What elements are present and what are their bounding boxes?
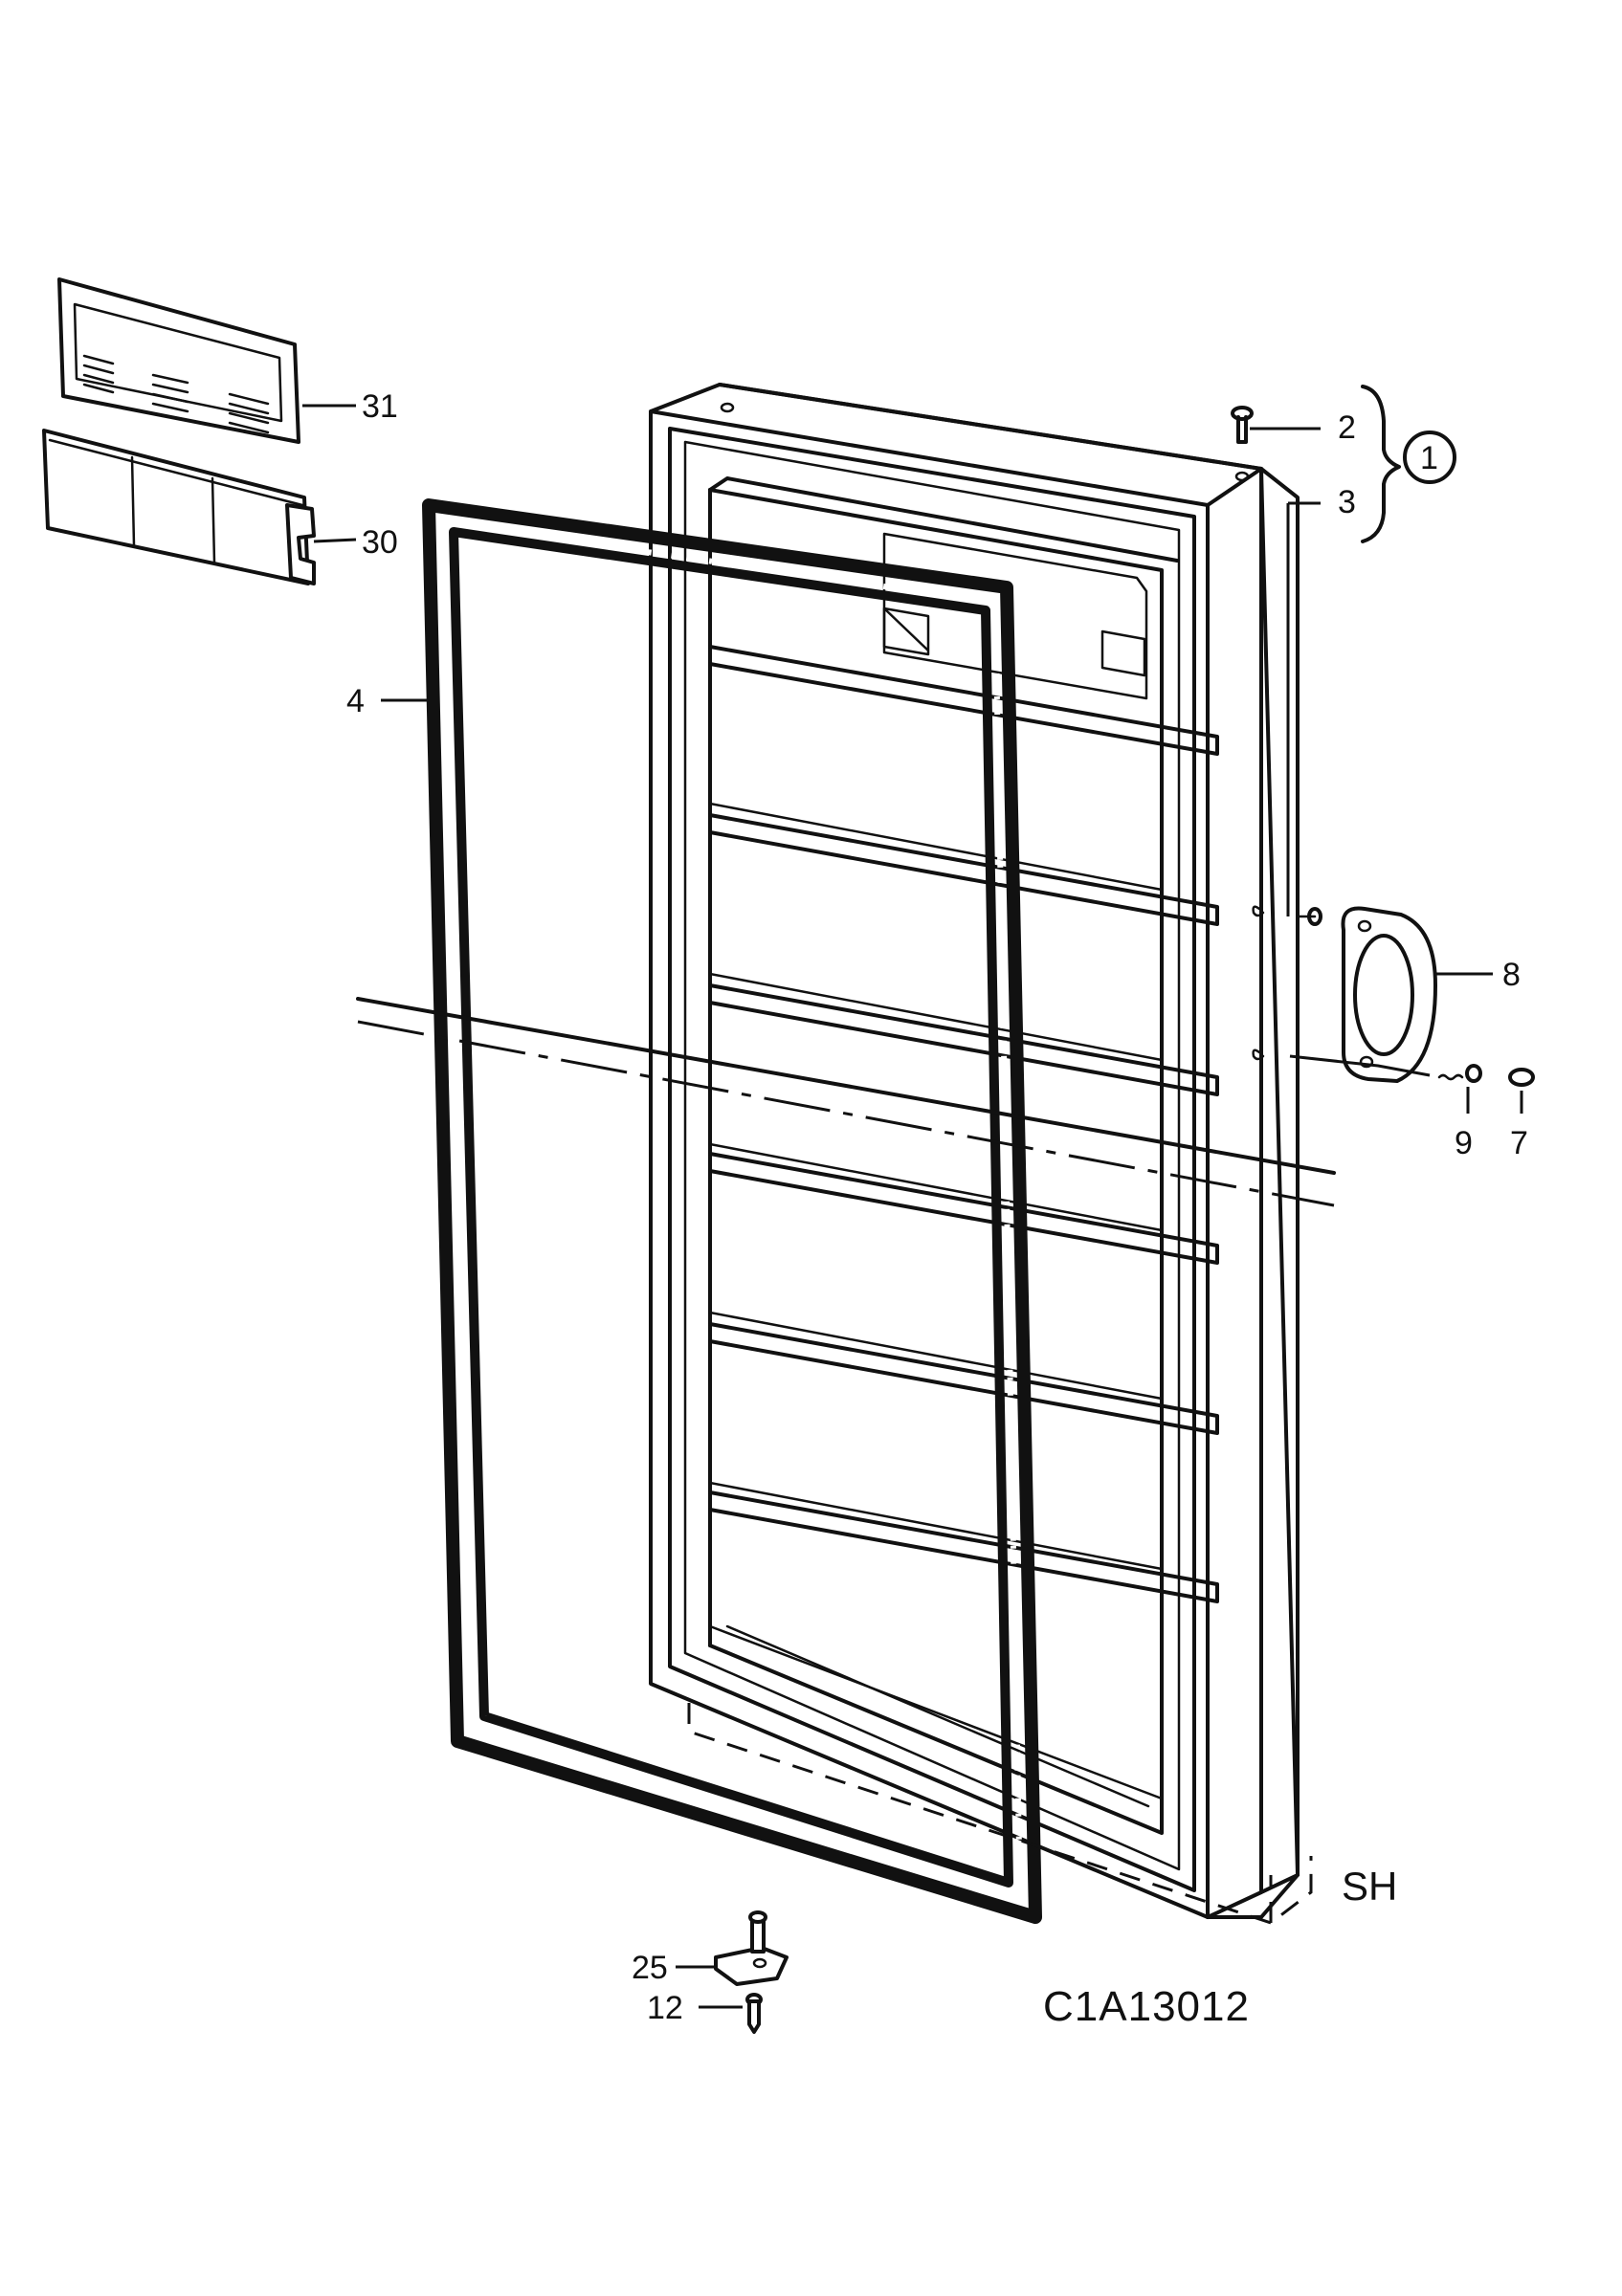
part-9-screw	[1437, 1064, 1482, 1083]
callout-3: 3	[1338, 484, 1356, 520]
callout-9: 9	[1455, 1125, 1473, 1161]
callout-1: 1	[1420, 440, 1438, 476]
leader-lines	[302, 404, 1523, 2009]
section-cut-line	[356, 997, 1336, 1207]
drawing-code: C1A13012	[1043, 1983, 1250, 2030]
callout-4: 4	[346, 683, 365, 719]
callout-25: 25	[632, 1950, 668, 1986]
callout-7: 7	[1510, 1125, 1528, 1161]
hidden-outline	[687, 1703, 1313, 1925]
callout-8: 8	[1502, 957, 1521, 993]
part-31-panel	[57, 277, 300, 444]
part-12-screw	[745, 1993, 763, 2034]
part-7-cap	[1508, 1068, 1535, 1087]
callout-31: 31	[362, 388, 398, 425]
section-mark: SH	[1342, 1864, 1397, 1909]
part-25-hinge	[714, 1910, 789, 1986]
group-brace	[1361, 385, 1401, 543]
door-shell	[649, 383, 1300, 1919]
part-3-screw	[1296, 907, 1322, 926]
callout-30: 30	[362, 524, 398, 561]
callout-12: 12	[647, 1990, 683, 2026]
part-2-screw	[1231, 406, 1254, 444]
part-8-handle	[1341, 906, 1437, 1083]
part-30-strip	[42, 429, 316, 585]
part-4-gasket	[422, 498, 1042, 1924]
callout-2: 2	[1338, 409, 1356, 446]
group-1-circle	[1403, 430, 1456, 484]
